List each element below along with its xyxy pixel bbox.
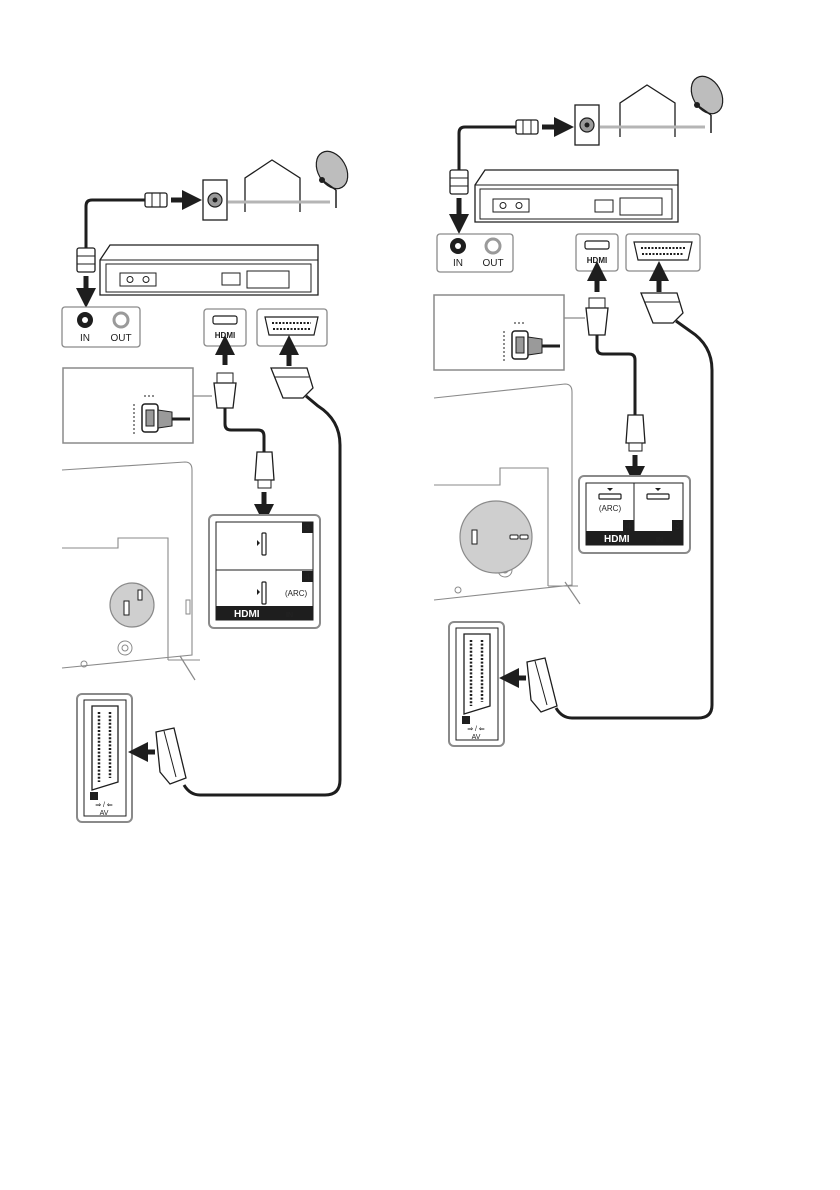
arc-label: (ARC)	[285, 589, 308, 598]
house-icon	[619, 84, 676, 137]
box-scart-port-panel	[625, 233, 701, 272]
hdmi-in-suffix: IN	[656, 537, 663, 544]
rf-out-label: OUT	[482, 258, 503, 269]
scart-plug-bottom	[526, 657, 558, 713]
coax-plug-icon	[449, 169, 469, 195]
tv-back-icon	[433, 383, 581, 605]
coax-plug-icon	[76, 247, 96, 273]
connector-detail-inset	[433, 294, 585, 371]
coax-plug-icon	[144, 192, 168, 208]
scart-plug-top	[270, 367, 314, 399]
satellite-dish-icon	[690, 75, 724, 133]
tv-hdmi-port-number-top: 3	[305, 523, 310, 533]
satellite-dish-icon	[315, 150, 349, 208]
tv-back-icon	[61, 461, 200, 681]
hdmi-in-logo: HDMI	[604, 534, 630, 545]
scart-plug-top	[640, 292, 684, 324]
scart-number: 1	[92, 794, 96, 801]
wall-antenna-outlet-icon	[574, 104, 600, 146]
tv-scart-panel: 1 ⇒ / ⇐ AV	[76, 693, 133, 823]
hdmi-cable	[595, 335, 637, 415]
left-diagram: IN OUT HDMI	[61, 150, 349, 823]
tv-hdmi-port-number-right: 3	[675, 521, 680, 531]
tv-hdmi-port-number-bottom: 4	[305, 572, 310, 582]
scart-av-label: AV	[472, 734, 481, 741]
tv-hdmi-port-number-left: 4	[626, 521, 631, 531]
hdmi-logo-small: HDMI	[587, 256, 607, 265]
scart-plug-bottom	[155, 727, 187, 785]
tv-scart-panel: 1 ⇒ / ⇐ AV	[448, 621, 505, 747]
right-diagram: IN OUT HDMI	[433, 75, 724, 747]
set-top-box-icon	[99, 244, 319, 296]
hdmi-logo-small: HDMI	[215, 331, 235, 340]
hdmi-in-logo: HDMI	[234, 609, 260, 620]
hdmi-plug-bottom	[625, 414, 646, 452]
house-icon	[244, 159, 301, 212]
set-top-box-icon	[474, 169, 679, 223]
scart-number: 1	[464, 718, 468, 725]
hdmi-plug-top	[585, 297, 609, 336]
coax-cable	[457, 125, 516, 170]
hdmi-plug-bottom	[254, 451, 275, 489]
rf-terminal-panel: IN OUT	[61, 306, 141, 348]
scart-cable	[182, 394, 342, 797]
tv-hdmi-panel: 3 4 (ARC) HDMI IN	[208, 514, 321, 629]
scart-symbol: ⇒ / ⇐	[467, 726, 485, 733]
scart-symbol: ⇒ / ⇐	[95, 802, 113, 809]
arc-label: (ARC)	[599, 504, 622, 513]
rf-in-label: IN	[80, 333, 90, 344]
tv-hdmi-panel: (ARC) 4 3 HDMI IN	[578, 475, 691, 554]
wall-antenna-outlet-icon	[202, 179, 228, 221]
rf-out-label: OUT	[110, 333, 131, 344]
scart-cable	[554, 319, 714, 720]
hdmi-in-suffix: IN	[286, 612, 293, 619]
connector-detail-inset	[62, 367, 212, 444]
hdmi-plug-top	[213, 372, 237, 409]
box-hdmi-port-panel: HDMI	[203, 308, 247, 347]
coax-plug-icon	[515, 119, 539, 135]
box-hdmi-port-panel: HDMI	[575, 233, 619, 272]
rf-in-label: IN	[453, 258, 463, 269]
coax-cable	[84, 198, 145, 248]
scart-av-label: AV	[100, 810, 109, 817]
hdmi-cable	[223, 408, 266, 452]
rf-terminal-panel: IN OUT	[436, 233, 514, 273]
box-scart-port-panel	[256, 308, 328, 347]
